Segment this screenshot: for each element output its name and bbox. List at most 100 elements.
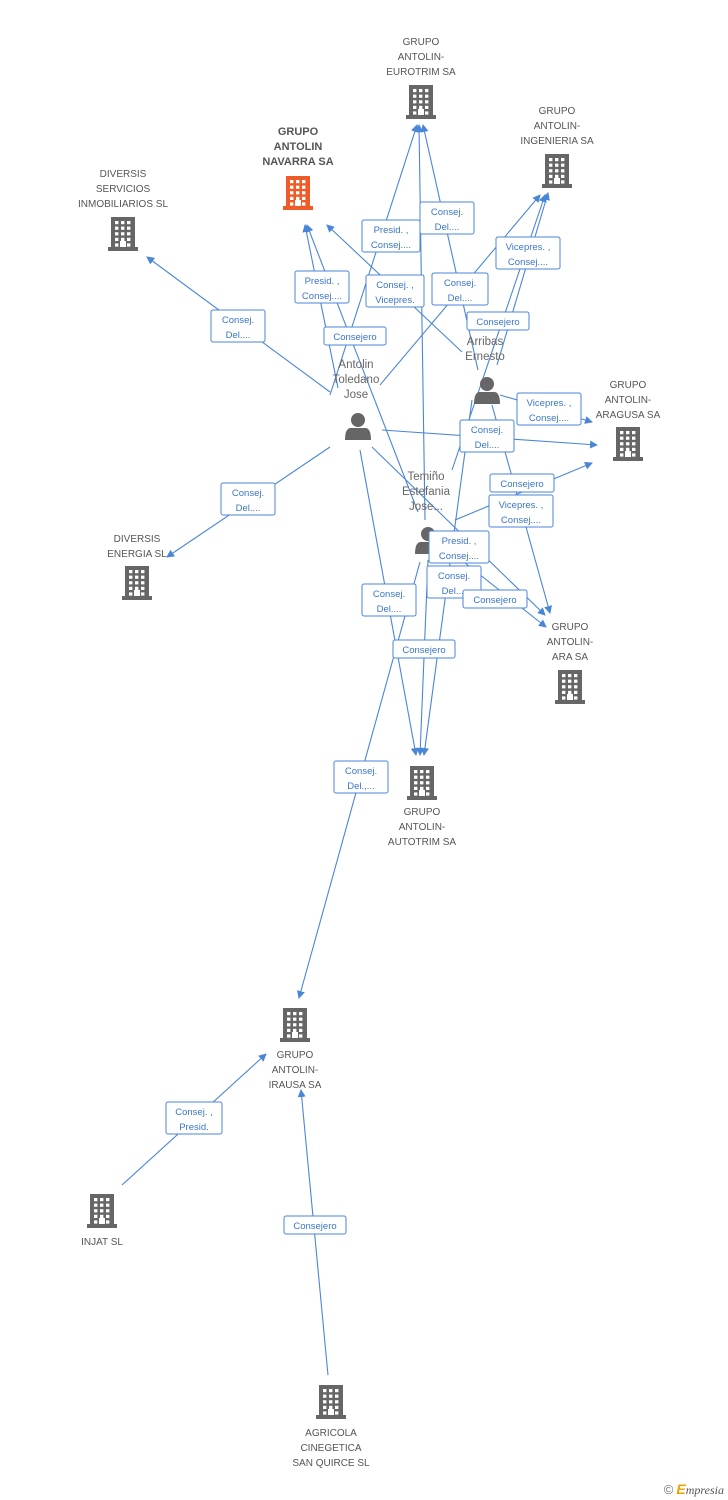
edge-labels-layer: Consej.Del....Presid. ,Consej....Consej.…: [165, 201, 582, 1235]
person-label-line: Ernesto: [465, 351, 505, 363]
edge-label-text: Presid.: [179, 1122, 209, 1133]
company-node-injat[interactable]: INJAT SL: [81, 1194, 123, 1248]
edge-label-e5[interactable]: Consej. ,Vicepres.: [365, 274, 425, 308]
edge-label-e10[interactable]: Vicepres. ,Consej....: [516, 392, 582, 426]
edge-label-e12[interactable]: Consejero: [489, 473, 555, 493]
company-label-line: EUROTRIM SA: [386, 67, 456, 78]
building-icon: [122, 566, 152, 600]
edge-label-text: Consej.: [438, 571, 470, 582]
edge-label-e3[interactable]: Consej. Del....: [419, 201, 475, 235]
edge-label-text: Consej....: [371, 240, 411, 251]
person-node-temino[interactable]: TemiñoEstefaniaJose...: [402, 471, 451, 554]
company-label-line: ANTOLIN-: [605, 395, 652, 406]
edge-label-e11[interactable]: Consej.Del....: [459, 419, 515, 453]
edge-label-text: Consej....: [501, 515, 541, 526]
company-label-line: SAN QUIRCE SL: [292, 1458, 370, 1469]
company-label-line: INGENIERIA SA: [520, 136, 594, 147]
edge-label-text: Presid. ,: [305, 276, 340, 287]
edge-label-text: Del.,...: [347, 781, 374, 792]
edge-label-text: Consejero: [333, 332, 376, 343]
edge-label-e2[interactable]: Presid. ,Consej....: [361, 219, 421, 253]
edge-label-box: [489, 473, 555, 493]
edge-label-e19[interactable]: Consejero: [392, 639, 456, 659]
edge-label-text: Consej....: [529, 413, 569, 424]
edge-label-box: [419, 201, 475, 235]
edge-label-text: Consejero: [402, 645, 445, 656]
edge-label-e20[interactable]: Consej.Del.,...: [333, 760, 389, 794]
edge-label-text: Consej.: [431, 207, 463, 218]
edge-label-text: Vicepres. ,: [506, 242, 551, 253]
company-label-line: GRUPO: [404, 807, 441, 818]
edge-label-text: Del....: [435, 222, 460, 233]
person-icon: [345, 413, 371, 440]
brand-initial: E: [676, 1481, 686, 1497]
company-label-line: GRUPO: [539, 106, 576, 117]
edge-label-text: Del....: [448, 293, 473, 304]
edge-label-text: Consej.: [232, 488, 264, 499]
person-label-line: Jose...: [409, 501, 443, 513]
person-label-line: Antolin: [338, 359, 373, 371]
edge-arribas-ingenieria: [496, 192, 550, 366]
edge-arribas-eurotrim: [420, 124, 479, 371]
person-icon: [474, 377, 500, 404]
edge-label-e1[interactable]: Consej.Del....: [210, 309, 266, 343]
company-label-line: ENERGIA SL: [107, 549, 167, 560]
copyright-symbol: ©: [663, 1482, 674, 1497]
edge-label-e22[interactable]: Consejero: [283, 1215, 347, 1235]
edge-label-e6[interactable]: Consej. Del....: [431, 272, 489, 306]
edge-label-box: [459, 419, 515, 453]
company-label-line: GRUPO: [278, 126, 319, 138]
edge-label-box: [495, 236, 561, 270]
building-icon: [613, 427, 643, 461]
company-label-line: AUTOTRIM SA: [388, 837, 456, 848]
edge-label-box: [361, 583, 417, 617]
edge-label-box: [488, 494, 554, 528]
company-label-line: INJAT SL: [81, 1237, 123, 1248]
edge-label-e15[interactable]: Presid. ,Consej....: [428, 530, 490, 564]
company-label-line: SERVICIOS: [96, 184, 151, 195]
edge-label-e18[interactable]: Consej.Del....: [361, 583, 417, 617]
edge-antolin-eurotrim: [329, 124, 419, 396]
edge-label-e21[interactable]: Consej. ,Presid.: [165, 1101, 223, 1135]
building-icon: [283, 176, 313, 210]
edge-label-box: [333, 760, 389, 794]
edge-label-box: [365, 274, 425, 308]
building-icon: [555, 670, 585, 704]
company-label-line: GRUPO: [610, 380, 647, 391]
edge-label-box: [466, 311, 530, 331]
building-icon: [316, 1385, 346, 1419]
edge-label-text: Consej.: [471, 425, 503, 436]
edge-label-e4[interactable]: Presid. ,Consej....: [294, 270, 350, 304]
edge-label-e7[interactable]: Vicepres. ,Consej....: [495, 236, 561, 270]
edge-label-e17[interactable]: Consejero: [462, 589, 528, 609]
building-icon: [87, 1194, 117, 1228]
company-label-line: ANTOLIN-: [272, 1065, 319, 1076]
company-label-line: GRUPO: [552, 622, 589, 633]
edge-label-text: Consej. ,: [376, 280, 414, 291]
edge-label-text: Consej.: [444, 278, 476, 289]
edge-label-text: Vicepres. ,: [499, 500, 544, 511]
edge-temino-eurotrim: [415, 124, 426, 521]
edge-label-e14[interactable]: Consej.Del....: [220, 482, 276, 516]
edge-label-e9[interactable]: Consejero: [466, 311, 530, 331]
edge-label-box: [323, 326, 387, 346]
edge-label-text: Consej.: [373, 589, 405, 600]
edge-label-e8[interactable]: Consejero: [323, 326, 387, 346]
company-label-line: ANTOLIN: [274, 141, 323, 153]
edge-label-box: [428, 530, 490, 564]
person-label-line: Toledano: [333, 374, 380, 386]
edge-label-e13[interactable]: Vicepres. , Consej....: [488, 494, 554, 528]
